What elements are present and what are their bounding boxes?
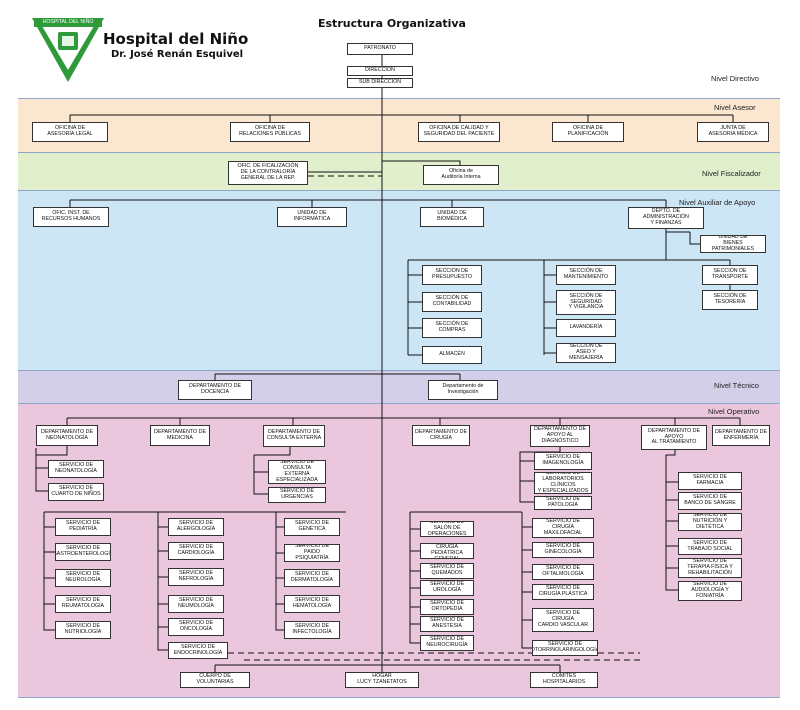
box-medicina: DEPARTAMENTO DE MEDICINA bbox=[150, 425, 210, 446]
box-contraloria: OFIC. DE FICALIZACIÓN DE LA CONTRALORÍA … bbox=[228, 161, 308, 185]
box-voluntarias: CUERPO DE VOLUNTARIAS bbox=[180, 672, 250, 688]
logo-emblem-inner bbox=[62, 36, 74, 46]
box-calidad-seguridad: OFICINA DE CALIDAD Y SEGURIDAD DEL PACIE… bbox=[418, 122, 500, 142]
box-pediatria: SERVICIO DE PEDIATRÍA bbox=[55, 518, 111, 536]
band-tecnico bbox=[18, 371, 780, 404]
box-docencia: DEPARTAMENTO DE DOCENCIA bbox=[178, 380, 252, 400]
box-ginecologia: SERVICIO DE GINECOLOGÍA bbox=[532, 542, 594, 558]
box-aseo: SECCIÓN DE ASEO Y MENSAJERÍA bbox=[556, 343, 616, 363]
box-mantenimiento: SECCIÓN DE MANTENIMIENTO bbox=[556, 265, 616, 285]
box-cardiologia: SERVICIO DE CARDIOLOGÍA bbox=[168, 542, 224, 560]
box-trabajo-social: SERVICIO DE TRABAJO SOCIAL bbox=[678, 538, 742, 555]
box-quemados: SERVICIO DE QUEMADOS bbox=[420, 563, 474, 579]
box-genetica: SERVICIO DE GENÉTICA bbox=[284, 518, 340, 536]
box-reumatologia: SERVICIO DE REUMATOLOGÍA bbox=[55, 595, 111, 613]
level-operativo: Nivel Operativo bbox=[708, 407, 760, 416]
band-asesor bbox=[18, 98, 780, 153]
box-presupuesto: SECCIÓN DE PRESUPUESTO bbox=[422, 265, 482, 285]
box-endocrinologia: SERVICIO DE ENDOCRINOLOGÍA bbox=[168, 642, 228, 659]
box-sub-direccion: SUB DIRECCIÓN bbox=[347, 78, 413, 88]
box-hematologia: SERVICIO DE HEMATOLOGÍA bbox=[284, 595, 340, 613]
box-investigacion: Departamento de Investigación bbox=[428, 380, 498, 400]
box-recursos-humanos: OFIC. INST. DE RECURSOS HUMANOS bbox=[33, 207, 109, 227]
level-tecnico: Nivel Técnico bbox=[714, 381, 759, 390]
box-banco-sangre: SERVICIO DE BANCO DE SANGRE bbox=[678, 492, 742, 510]
box-neurocirugia: SERVICIO DE NEUROCIRUGÍA bbox=[420, 635, 474, 651]
box-anestesia: SERVICIO DE ANESTESIA bbox=[420, 616, 474, 632]
box-administracion: DEPTO. DE ADMINISTRACIÓN Y FINANZAS bbox=[628, 207, 704, 229]
box-cuarto-ninos: SERVICIO DE CUARTO DE NIÑOS bbox=[48, 483, 104, 501]
box-cirugia: DEPARTAMENTO DE CIRUGÍA bbox=[412, 425, 470, 446]
level-directivo: Nivel Directivo bbox=[711, 74, 759, 83]
box-alergologia: SERVICIO DE ALERGOLOGÍA bbox=[168, 518, 224, 536]
box-lavanderia: LAVANDERÍA bbox=[556, 319, 616, 337]
box-serv-neonatologia: SERVICIO DE NEONATOLOGÍA bbox=[48, 460, 104, 478]
box-ortopedia: SERVICIO DE ORTOPEDIA bbox=[420, 599, 474, 615]
box-farmacia: SERVICIO DE FARMACIA bbox=[678, 472, 742, 490]
box-compras: SECCIÓN DE COMPRAS bbox=[422, 318, 482, 338]
chart-title: Estructura Organizativa bbox=[318, 17, 466, 30]
box-consulta-especializada: SERVICIO DE CONSULTA EXTERNA ESPECIALIZA… bbox=[268, 460, 326, 484]
box-auditoria: Oficina de Auditoría Interna bbox=[423, 165, 499, 185]
box-urologia: SERVICIO DE UROLOGÍA bbox=[420, 580, 474, 596]
box-asesoria-legal: OFICINA DE ASESORÍA LEGAL bbox=[32, 122, 108, 142]
box-consulta-externa: DEPARTAMENTO DE CONSULTA EXTERNA bbox=[263, 425, 325, 447]
box-patologia: SERVICIO DE PATOLOGÍA bbox=[534, 496, 592, 510]
box-maxilofacial: SERVICIO DE CIRUGÍA MAXILOFACIAL bbox=[532, 518, 594, 538]
box-transporte: SECCIÓN DE TRANSPORTE bbox=[702, 265, 758, 285]
level-asesor: Nivel Asesor bbox=[714, 103, 756, 112]
box-paido: SERVICIO DE PAIDO PSIQUIATRÍA bbox=[284, 544, 340, 562]
logo-ring-text: HOSPITAL DEL NIÑO bbox=[42, 19, 94, 25]
band-fiscalizador bbox=[18, 153, 780, 191]
level-auxiliar: Nivel Auxiliar de Apoyo bbox=[679, 198, 756, 207]
band-operativo bbox=[18, 404, 780, 698]
box-otorrino: SERVICIO DE OTORRINOLARINGOLOGÍA bbox=[532, 640, 598, 656]
box-neumologia: SERVICIO DE NEUMOLOGÍA bbox=[168, 595, 224, 613]
level-fiscalizador: Nivel Fiscalizador bbox=[702, 169, 761, 178]
hospital-logo bbox=[32, 18, 104, 82]
box-direccion: DIRECCIÓN bbox=[347, 66, 413, 76]
box-patronato: PATRONATO bbox=[347, 43, 413, 55]
box-cirugia-pediatrica: SERVICIO DE CIRUGÍA PEDIÁTRICA GENERAL bbox=[420, 543, 474, 559]
box-enfermeria: DEPARTAMENTO DE ENFERMERÍA bbox=[712, 425, 770, 446]
box-dermatologia: SERVICIO DE DERMATOLOGÍA bbox=[284, 569, 340, 587]
box-informatica: UNIDAD DE INFORMÁTICA bbox=[277, 207, 347, 227]
box-relaciones-publicas: OFICINA DE RELACIONES PÚBLICAS bbox=[230, 122, 310, 142]
box-imagenologia: SERVICIO DE IMAGENOLOGÍA bbox=[534, 452, 592, 470]
box-seguridad: SECCIÓN DE SEGURIDAD Y VIGILANCIA bbox=[556, 290, 616, 315]
box-tesoreria: SECCIÓN DE TESORERÍA bbox=[702, 290, 758, 310]
box-junta-asesora: JUNTA DE ASESORÍA MÉDICA bbox=[697, 122, 769, 142]
box-terapia-fisica: SERVICIO DE TERAPIA FÍSICA Y REHABILITAC… bbox=[678, 558, 742, 578]
box-neurologia: SERVICIO DE NEUROLOGÍA bbox=[55, 569, 111, 587]
box-biomedica: UNIDAD DE BIOMÉDICA bbox=[420, 207, 484, 227]
box-oftalmologia: SERVICIO DE OFTALMOLOGÍA bbox=[532, 564, 594, 580]
box-bienes: UNIDAD DE BIENES PATRIMONIALES bbox=[700, 235, 766, 253]
box-oncologia: SERVICIO DE ONCOLOGÍA bbox=[168, 618, 224, 636]
solid-connectors bbox=[35, 55, 741, 686]
box-almacen: ALMACÉN bbox=[422, 346, 482, 364]
box-contabilidad: SECCIÓN DE CONTABILIDAD bbox=[422, 292, 482, 312]
box-neonatologia: DEPARTAMENTO DE NEONATOLOGÍA bbox=[36, 425, 98, 446]
box-nutricion: SERVICIO DE NUTRICIÓN Y DIETÉTICA bbox=[678, 513, 742, 531]
box-hogar: HOGAR LUCY TZANETATOS bbox=[345, 672, 419, 688]
box-plastica: SERVICIO DE CIRUGÍA PLÁSTICA bbox=[532, 584, 594, 600]
box-salon-operaciones: SERVICIO DE SALÓN DE OPERACIONES bbox=[420, 521, 474, 537]
box-urgencias: SERVICIO DE URGENCIAS bbox=[268, 487, 326, 503]
box-apoyo-tratamiento: DEPARTAMENTO DE APOYO AL TRATAMIENTO bbox=[641, 425, 707, 450]
box-laboratorios: SERVICIO DE LABORATORIOS CLÍNICOS Y ESPE… bbox=[534, 472, 592, 494]
hospital-subtitle: Dr. José Renán Esquivel bbox=[111, 49, 244, 60]
box-gastro: SERVICIO DE GASTROENTEROLOGÍA bbox=[55, 543, 111, 561]
box-nutriologia: SERVICIO DE NUTRIOLOGÍA bbox=[55, 621, 111, 639]
box-audiologia: SERVICIO DE AUDIOLOGÍA Y FONIATRÍA bbox=[678, 581, 742, 601]
hospital-name: Hospital del Niño bbox=[103, 30, 249, 48]
box-apoyo-diagnostico: DEPARTAMENTO DE APOYO AL DIAGNÓSTICO bbox=[530, 425, 590, 447]
logo-ring-band bbox=[34, 19, 102, 27]
box-comites: COMITÉS HOSPITALARIOS bbox=[530, 672, 598, 688]
box-planificacion: OFICINA DE PLANIFICACIÓN bbox=[552, 122, 624, 142]
box-infectologia: SERVICIO DE INFECTOLOGÍA bbox=[284, 621, 340, 639]
box-cardio-vascular: SERVICIO DE CIRUGÍA CARDIO VASCULAR bbox=[532, 608, 594, 632]
box-nefrologia: SERVICIO DE NEFROLOGÍA bbox=[168, 568, 224, 586]
